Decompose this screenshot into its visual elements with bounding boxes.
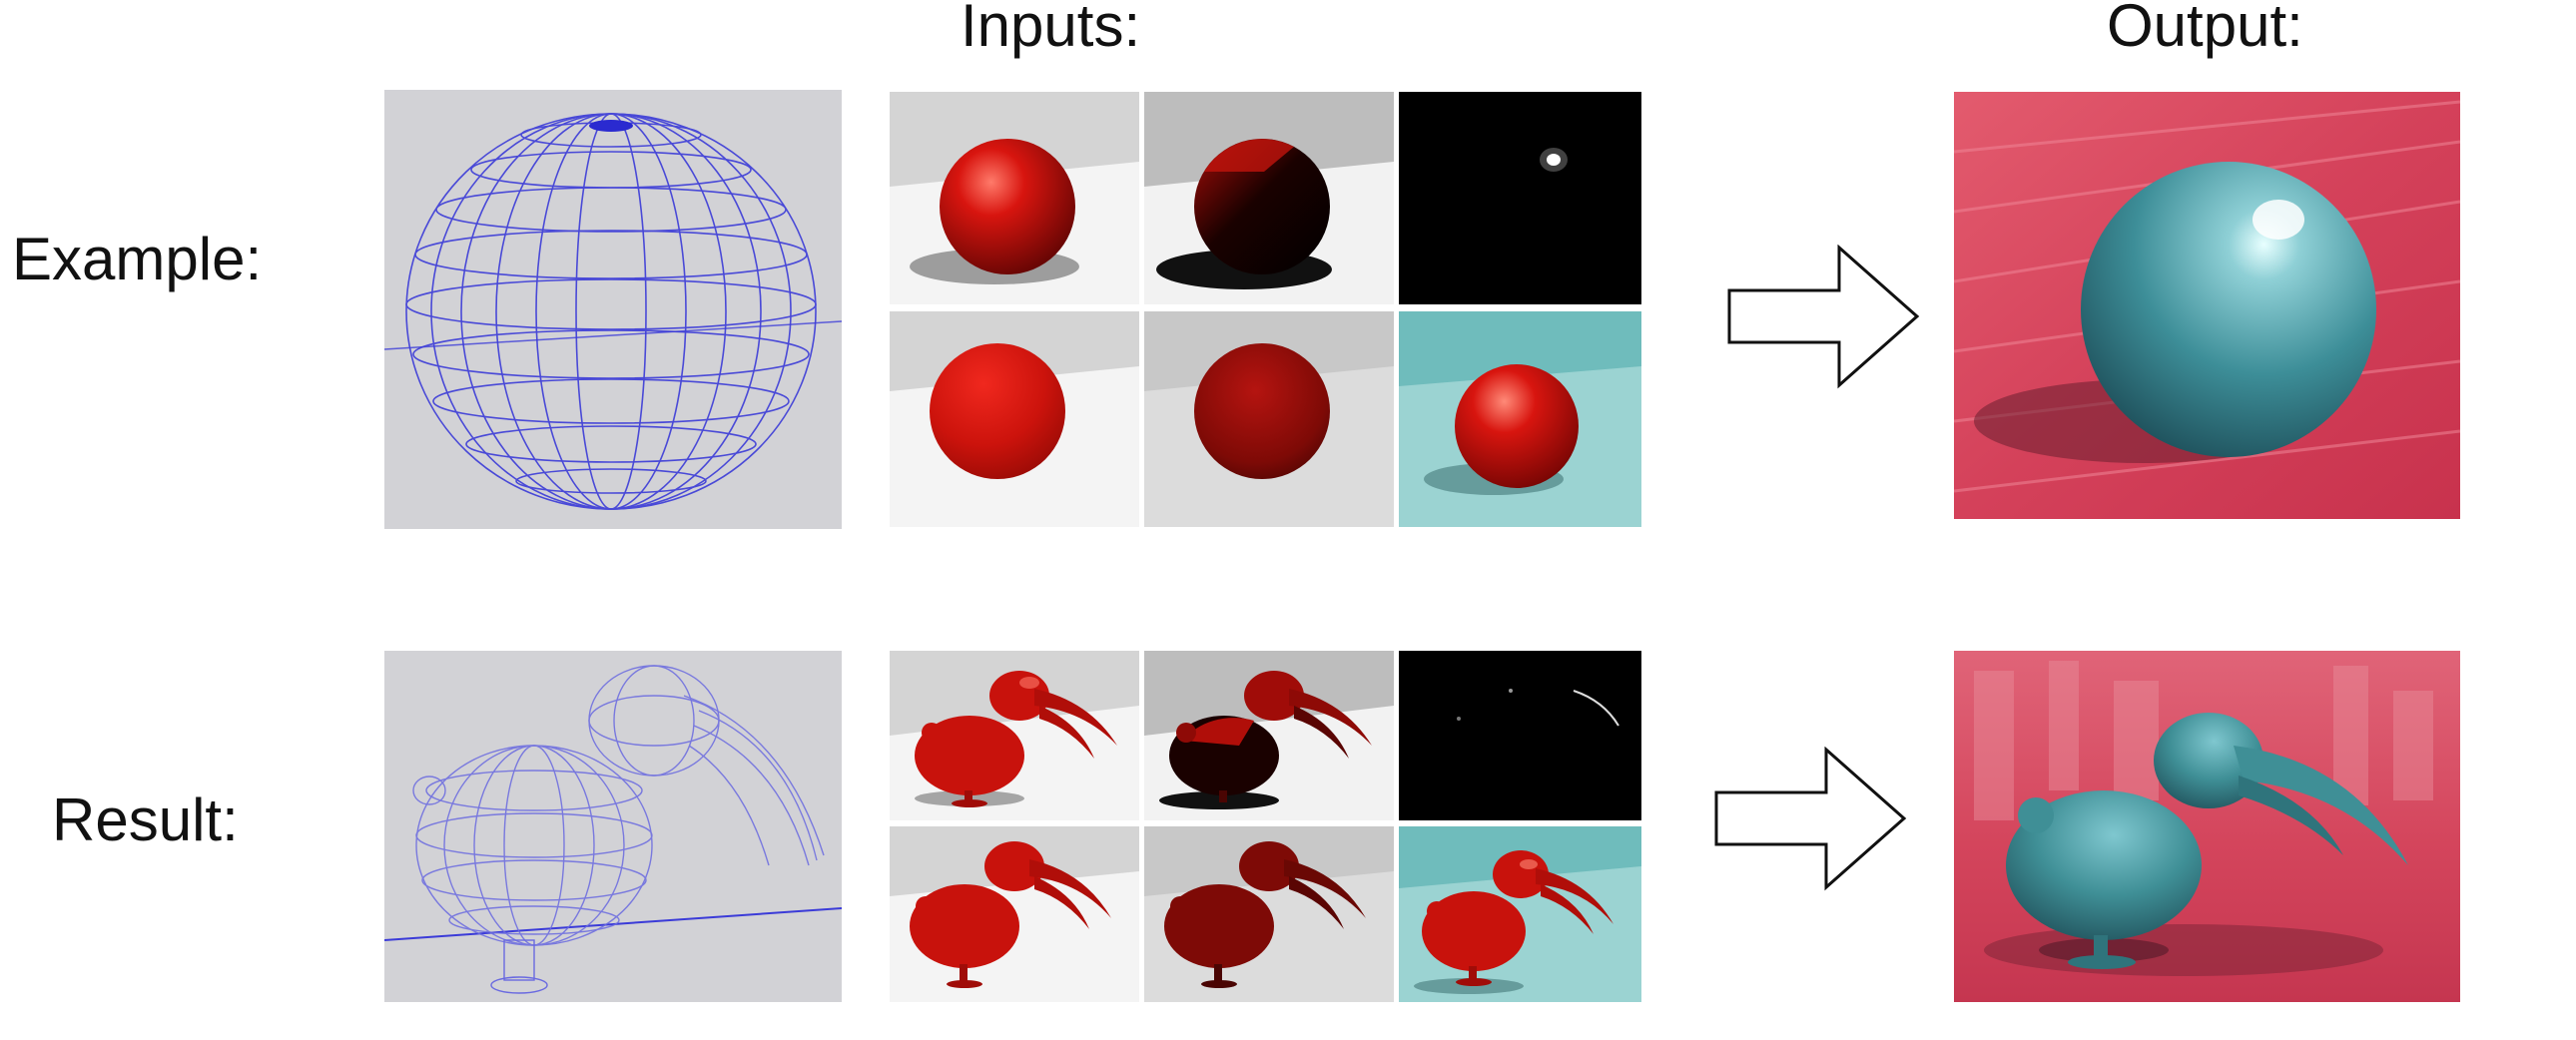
kiwi-shadow-render — [1144, 651, 1394, 820]
arrow-right-icon — [1727, 245, 1923, 389]
sphere-shadow-render — [1144, 92, 1394, 304]
arrow-right-icon — [1714, 747, 1910, 891]
sphere-dark-render — [1144, 311, 1394, 527]
sphere-wireframe-image — [384, 90, 842, 529]
example-row-label: Example: — [12, 226, 263, 292]
kiwi-painted-output — [1954, 651, 2460, 1002]
kiwi-unshadowed-render — [890, 826, 1139, 1002]
inputs-header: Inputs: — [961, 0, 1141, 59]
sphere-full-render — [890, 92, 1139, 304]
kiwi-dark-render — [1144, 826, 1394, 1002]
kiwi-full-render — [890, 651, 1139, 820]
kiwi-specular-highlight — [1399, 651, 1641, 820]
sphere-painted-output — [1954, 92, 2460, 519]
result-row-label: Result: — [52, 786, 239, 853]
kiwi-wireframe-image — [384, 651, 842, 1002]
sphere-floor-render — [1399, 311, 1641, 527]
kiwi-floor-render — [1399, 826, 1641, 1002]
sphere-unshadowed-render — [890, 311, 1139, 527]
sphere-specular-highlight — [1399, 92, 1641, 304]
output-header: Output: — [2107, 0, 2303, 59]
